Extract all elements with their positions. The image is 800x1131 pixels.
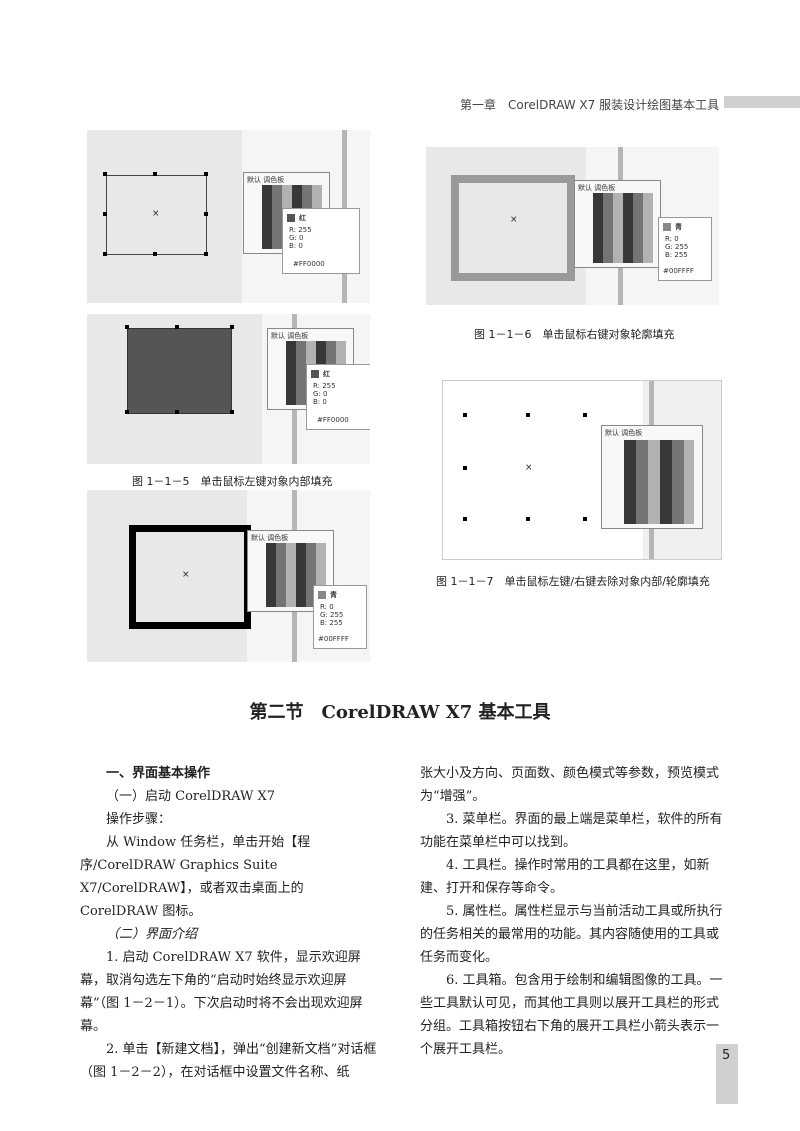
swatch-r: R: 255: [313, 382, 336, 390]
swatch-b: B: 255: [665, 251, 688, 259]
paragraph: 3. 菜单栏。界面的最上端是菜单栏，软件的所有功能在菜单栏中可以找到。: [420, 812, 723, 850]
paragraph: 6. 工具箱。包含用于绘制和编辑图像的工具。一些工具默认可见，而其他工具则以展开…: [420, 973, 723, 1057]
section-title: 第二节 CorelDRAW X7 基本工具: [249, 702, 551, 723]
paragraph: 4. 工具栏。操作时常用的工具都在这里，如新建、打开和保存等命令。: [420, 858, 710, 896]
swatch-g: G: 0: [289, 234, 304, 242]
left-column: 一、界面基本操作 （一）启动 CorelDRAW X7 操作步骤： 从 Wind…: [80, 762, 382, 1084]
heading-1: 一、界面基本操作: [106, 766, 211, 781]
swatch-name: 青: [675, 223, 682, 231]
paragraph: 2. 单击【新建文档】，弹出“创建新文档”对话框（图 1－2－2），在对话框中设…: [80, 1042, 377, 1080]
swatch-b: B: 255: [320, 619, 343, 627]
swatch-b: B: 0: [313, 398, 327, 406]
heading-3: （二）界面介绍: [106, 927, 198, 942]
swatch-name: 红: [299, 214, 306, 222]
paragraph: 张大小及方向、页面数、颜色模式等参数，预览模式为“增强”。: [420, 766, 720, 804]
palette-title: 默认 调色板: [605, 429, 643, 437]
header-bar: [724, 96, 800, 108]
running-header: 第一章 CorelDRAW X7 服装设计绘图基本工具: [460, 98, 720, 112]
palette-title: 默认 调色板: [251, 534, 289, 542]
paragraph: 5. 属性栏。属性栏显示与当前活动工具或所执行的任务相关的最常用的功能。其内容随…: [420, 904, 723, 965]
figure-1-1-5b: 默认 调色板 红 R: 255 G: 0 B: 0 #FF0000: [87, 314, 370, 464]
right-column: 张大小及方向、页面数、颜色模式等参数，预览模式为“增强”。 3. 菜单栏。界面的…: [420, 762, 726, 1061]
palette-title: 默认 调色板: [247, 176, 285, 184]
caption-1-1-6: 图 1－1－6 单击鼠标右键对象轮廓填充: [474, 328, 675, 341]
swatch-g: G: 255: [320, 611, 344, 619]
swatch-r: R: 255: [289, 226, 312, 234]
palette-title: 默认 调色板: [271, 332, 309, 340]
figure-1-1-7: × 默认 调色板: [442, 380, 722, 560]
swatch-hex: #FF0000: [317, 416, 349, 424]
paragraph: 操作步骤：: [106, 812, 172, 827]
caption-1-1-7: 图 1－1－7 单击鼠标左键/右键去除对象内部/轮廓填充: [436, 575, 710, 588]
paragraph: 从 Window 任务栏，单击开始【程序/CorelDRAW Graphics …: [80, 835, 311, 919]
swatch-hex: #00FFFF: [663, 267, 694, 275]
paragraph: 1. 启动 CorelDRAW X7 软件，显示欢迎屏幕，取消勾选左下角的“启动…: [80, 950, 363, 1034]
swatch-g: G: 0: [313, 390, 328, 398]
swatch-r: R: 0: [665, 235, 679, 243]
figure-1-1-6b: × 默认 调色板 青 R: 0 G: 255 B: 255 #00FFFF: [87, 490, 370, 662]
page-number: 5: [722, 1048, 731, 1063]
figure-1-1-5a: × 默认 调色板 红 R: 255 G: 0 B: 0 #FF0000: [87, 130, 370, 303]
palette-title: 默认 调色板: [578, 184, 616, 192]
figure-1-1-6a: × 默认 调色板 青 R: 0 G: 255 B: 255 #00FFFF: [426, 147, 719, 305]
swatch-name: 青: [330, 591, 337, 599]
caption-1-1-5: 图 1－1－5 单击鼠标左键对象内部填充: [132, 475, 333, 488]
swatch-hex: #FF0000: [293, 260, 325, 268]
heading-2: （一）启动 CorelDRAW X7: [106, 789, 276, 804]
swatch-b: B: 0: [289, 242, 303, 250]
swatch-g: G: 255: [665, 243, 689, 251]
page-number-bar: [716, 1044, 738, 1104]
swatch-r: R: 0: [320, 603, 334, 611]
swatch-name: 红: [323, 370, 330, 378]
swatch-hex: #00FFFF: [318, 635, 349, 643]
